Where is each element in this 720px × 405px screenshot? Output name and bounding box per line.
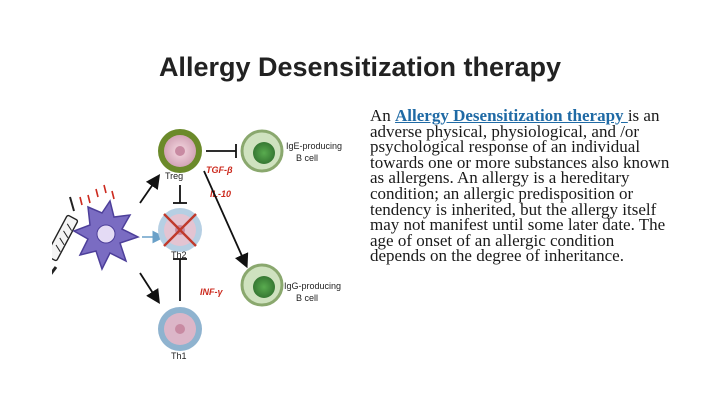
cytokine-tgf: TGF-β [206, 165, 233, 175]
igg-label-line2: B cell [296, 293, 318, 303]
ige-label-line1: IgE-producing [286, 141, 342, 151]
treg-label: Treg [165, 171, 183, 181]
igg-b-cell [240, 263, 284, 307]
description-paragraph: An Allergy Desensitization therapy is an… [370, 106, 670, 266]
th2-label: Th2 [171, 250, 187, 260]
treg-cell [158, 129, 202, 173]
allergy-therapy-link[interactable]: Allergy Desensitization therapy [395, 106, 628, 125]
th1-cell [158, 307, 202, 351]
cytokine-infg: INF-γ [200, 287, 223, 297]
arrow-treg-to-igg [203, 170, 249, 269]
cytokine-il10: IL-10 [210, 189, 231, 199]
syringe-icon [52, 196, 79, 275]
dendritic-cell-icon [72, 199, 140, 271]
th1-label: Th1 [171, 351, 187, 361]
immune-diagram-svg: Treg Th2 Th1 [52, 129, 342, 361]
arrow-dc-to-th1 [139, 272, 160, 305]
paragraph-intro: An [370, 106, 396, 125]
arrow-dc-to-treg [139, 174, 161, 204]
allergen-marks [79, 184, 115, 206]
inhibit-th1-th2 [173, 258, 187, 301]
slide-title: Allergy Desensitization therapy [158, 52, 562, 82]
inhibit-treg-th2 [173, 185, 187, 204]
ige-b-cell [240, 129, 284, 173]
inhibit-treg-ige [206, 144, 237, 158]
igg-label-line1: IgG-producing [284, 281, 341, 291]
immune-diagram: Treg Th2 Th1 [52, 115, 354, 367]
paragraph-body: is an adverse physical, physiological, a… [370, 106, 670, 266]
th2-cell [158, 208, 202, 252]
ige-label-line2: B cell [296, 153, 318, 163]
